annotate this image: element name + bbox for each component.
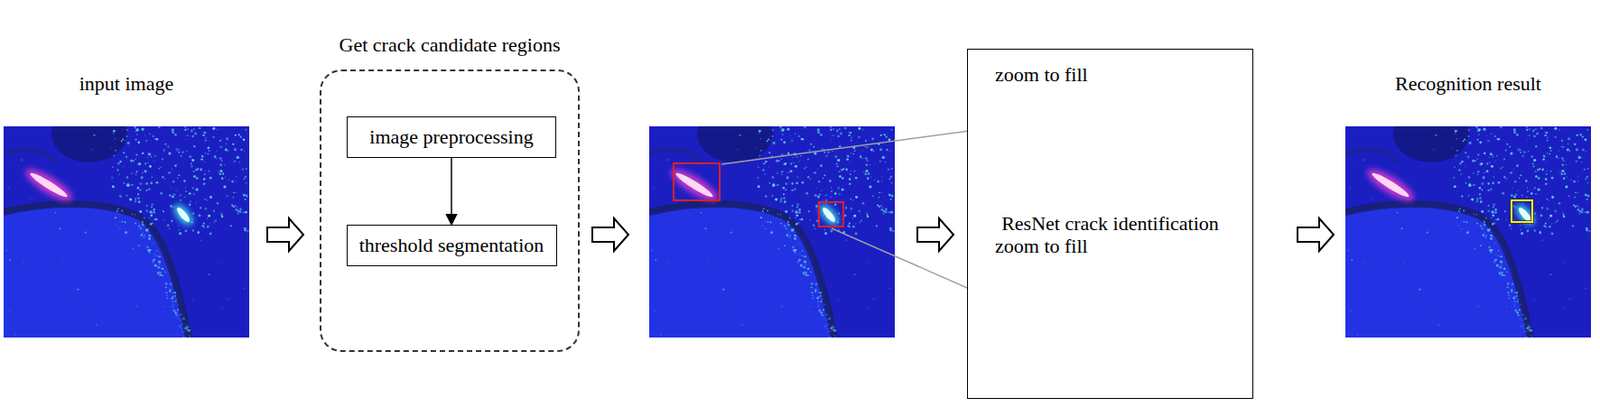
result-box-outline (1511, 200, 1533, 223)
candidate-box (673, 163, 720, 201)
specimen-image (1345, 104, 1591, 340)
zoom-leader (721, 128, 990, 165)
caption-label: Recognition result (1395, 72, 1542, 96)
caption-label: zoom to fill (995, 63, 1089, 87)
result-box (1511, 200, 1533, 223)
group-heading: Get crack candidate regions (285, 33, 614, 57)
caption-label: input image (79, 72, 174, 96)
box-text: threshold segmentation (359, 233, 545, 258)
process-box: ResNet crack identification (967, 48, 1254, 400)
specimen-image (649, 104, 895, 340)
caption-label: zoom to fill (995, 234, 1089, 259)
block-arrow (917, 218, 954, 252)
candidate-box (818, 202, 844, 227)
process-box: image preprocessing (346, 116, 557, 159)
stage-group: Get crack candidate regionsimage preproc… (319, 69, 580, 353)
block-arrow (592, 218, 629, 252)
flow-arrow (450, 158, 453, 225)
process-box: threshold segmentation (346, 224, 558, 267)
specimen-image (3, 104, 250, 340)
box-text: image preprocessing (369, 125, 533, 149)
box-text: ResNet crack identification (1001, 212, 1219, 236)
block-arrow (267, 218, 304, 252)
block-arrow (1297, 218, 1334, 252)
zoom-leader (831, 228, 990, 298)
